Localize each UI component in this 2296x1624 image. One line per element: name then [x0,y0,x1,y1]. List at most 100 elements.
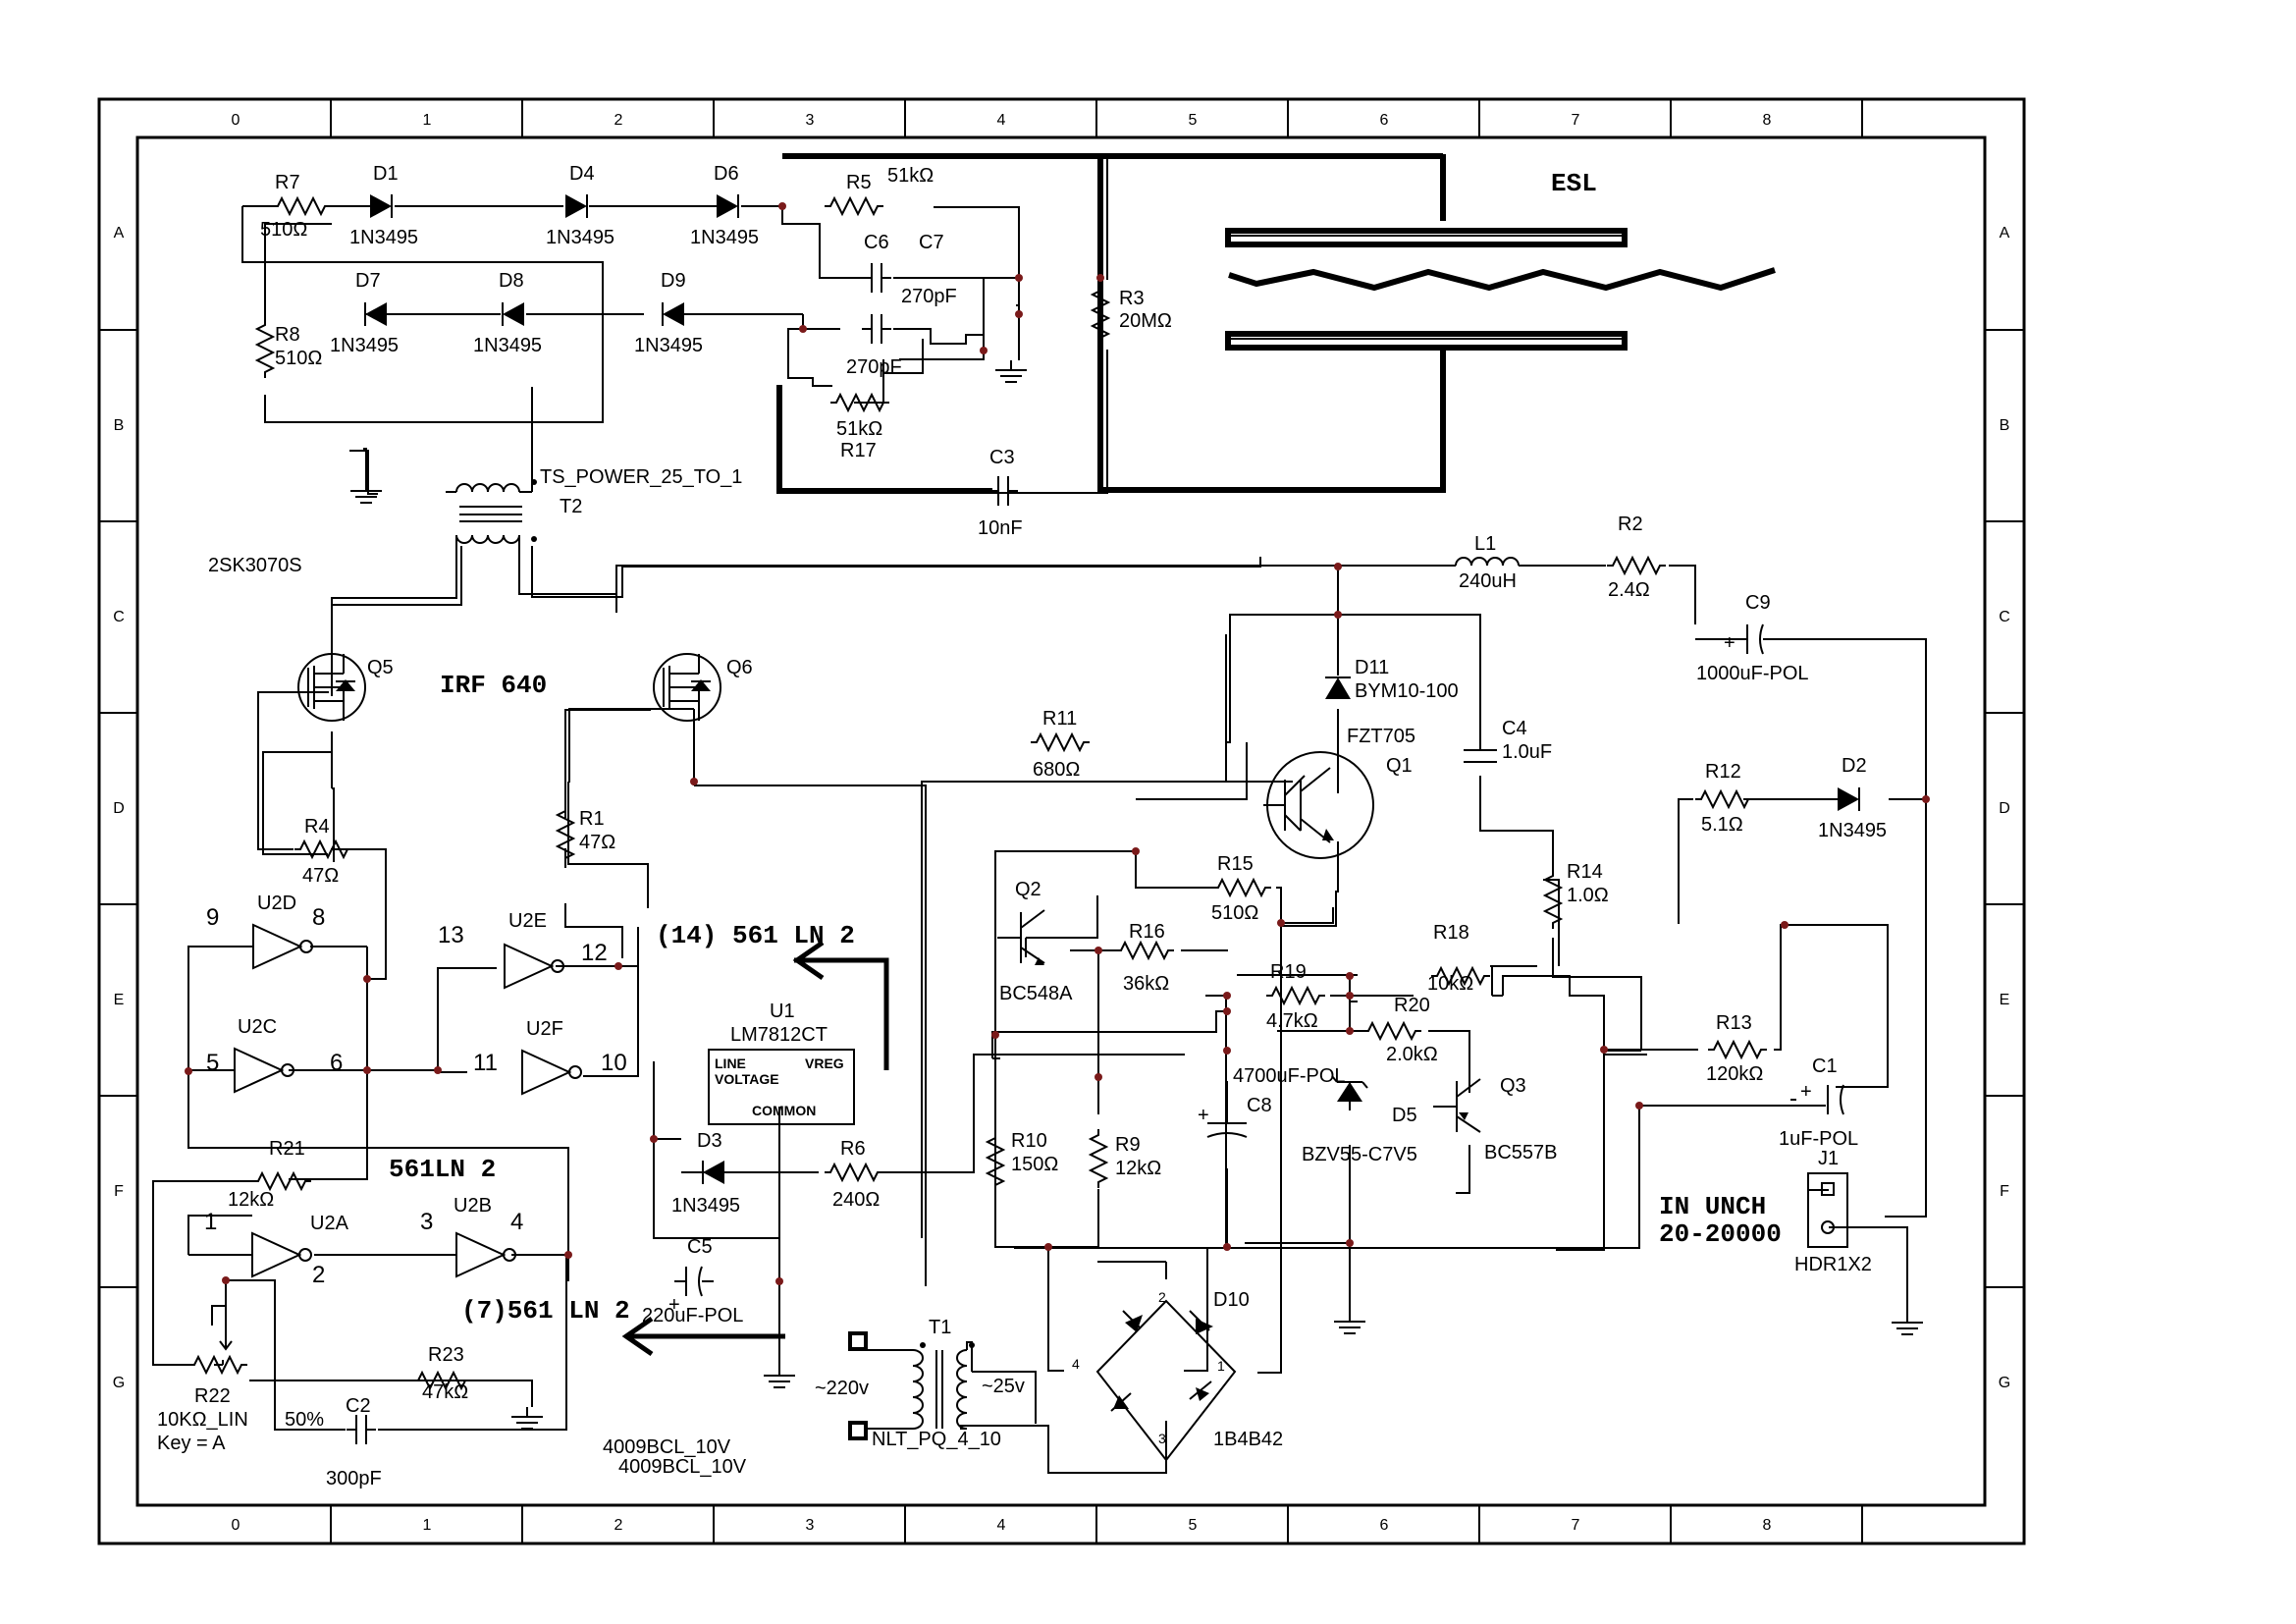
col-label-bottom: 6 [1380,1517,1389,1534]
c6-ref: C6 [864,232,889,253]
q3-ref: Q3 [1500,1075,1526,1097]
resistor-r20 [1362,1022,1422,1040]
row-label-left: B [114,417,125,434]
capacitor-c9: + [1724,623,1775,655]
resistor-r11 [1030,733,1091,751]
r4-ref: R4 [304,816,330,838]
d6-value: 1N3495 [690,227,759,248]
svg-text:2: 2 [312,1262,325,1288]
diode-d11 [1325,677,1351,699]
row-label-right: G [1999,1375,2010,1391]
r7-ref: R7 [275,172,300,193]
r9-ref: R9 [1115,1134,1141,1156]
row-label-right: E [2000,992,2010,1008]
c1-value: 1uF-POL [1779,1128,1858,1150]
esl-label: ESL [1551,169,1597,198]
inductor-l1 [1455,557,1520,567]
svg-text:9: 9 [206,904,219,931]
c2-ref: C2 [346,1395,371,1417]
row-label-left: C [113,609,125,625]
u2d-ref: U2D [257,893,296,914]
row-label-left: E [114,992,125,1008]
c7-ref: C7 [919,232,944,253]
col-label-bottom: 3 [806,1517,815,1534]
regulator-u1 [708,1049,855,1125]
transformer-t2 [331,476,616,667]
hv-wires [776,153,1776,494]
row-label-right: C [1999,609,2010,625]
r2-ref: R2 [1618,514,1643,535]
r22-setting: 50% [285,1409,324,1431]
junction-dots [185,202,1930,1285]
t2-value: TS_POWER_25_TO_1 [540,466,742,488]
svg-text:1: 1 [204,1209,217,1235]
d7-value: 1N3495 [330,335,399,356]
r22-value: 10KΩ_LIN [157,1409,248,1431]
r3-ref: R3 [1119,288,1145,309]
r22-key: Key = A [157,1433,226,1454]
c9-value: 1000uF-POL [1696,663,1809,684]
diode-d8 [502,302,524,326]
col-label-top: 8 [1763,112,1772,129]
svg-text:11: 11 [473,1050,498,1076]
r16-value: 36kΩ [1123,973,1169,995]
resistor-r9 [1090,1128,1107,1189]
row-label-right: F [2000,1183,2009,1200]
r12-ref: R12 [1705,761,1741,783]
d1-value: 1N3495 [349,227,418,248]
resistor-r7 [271,197,332,215]
r11-value: 680Ω [1033,759,1080,781]
diode-d3 [702,1161,724,1184]
in-unch-label: IN UNCH [1659,1192,1766,1221]
resistor-r2 [1606,557,1667,574]
resistor-r5 [824,197,884,215]
d3-ref: D3 [697,1130,722,1152]
capacitor-c1: + [1800,1081,1844,1115]
bridge-rectifier-d10 [1095,1299,1237,1462]
mosfet-q5 [297,653,366,722]
inverter-u2b [455,1231,516,1278]
hex-part-b: 4009BCL_10V [618,1456,747,1478]
t2-ref: T2 [560,496,582,517]
svg-text:10: 10 [601,1050,627,1076]
r23-ref: R23 [428,1344,464,1366]
svg-text:3: 3 [1158,1431,1166,1446]
svg-text:+: + [668,1294,680,1316]
d10-ref: D10 [1213,1289,1250,1311]
u2a-ref: U2A [310,1213,349,1234]
ground-symbols [349,359,1924,1430]
zener-d5 [1331,1075,1368,1102]
resistor-r16 [1114,942,1175,959]
supply-arrow-7 [621,1316,785,1357]
col-label-top: 0 [232,112,240,129]
mosfet-q6 [653,653,721,722]
l1-value: 240uH [1459,570,1517,592]
r16-ref: R16 [1129,921,1165,943]
svg-text:3: 3 [420,1209,433,1235]
c8-ref: C8 [1247,1095,1272,1116]
q1-value: FZT705 [1347,726,1415,747]
r13-value: 120kΩ [1706,1063,1763,1085]
annotations: ESL IRF 640 (14) 561 LN 2 561LN 2 (7)561… [389,169,1782,1399]
inverter-u2f [521,1049,582,1096]
r17-ref: R17 [840,440,877,461]
r3-value: 20MΩ [1119,310,1172,332]
transformer-t1 [848,1331,975,1440]
c3-ref: C3 [989,447,1015,468]
capacitor-c6 [862,263,891,293]
row-label-left: F [114,1183,124,1200]
col-label-top: 6 [1380,112,1389,129]
r11-ref: R11 [1042,708,1077,730]
c8-value: 4700uF-POL [1233,1065,1346,1087]
svg-text:VREG: VREG [805,1056,844,1071]
r20-ref: R20 [1394,995,1430,1016]
d9-value: 1N3495 [634,335,703,356]
u1-value: LM7812CT [730,1024,828,1046]
c4-ref: C4 [1502,718,1527,739]
r14-ref: R14 [1567,861,1603,883]
d5-ref: D5 [1392,1105,1417,1126]
q6-ref: Q6 [726,657,753,678]
r18-ref: R18 [1433,922,1469,944]
r21-value: 12kΩ [228,1189,274,1211]
